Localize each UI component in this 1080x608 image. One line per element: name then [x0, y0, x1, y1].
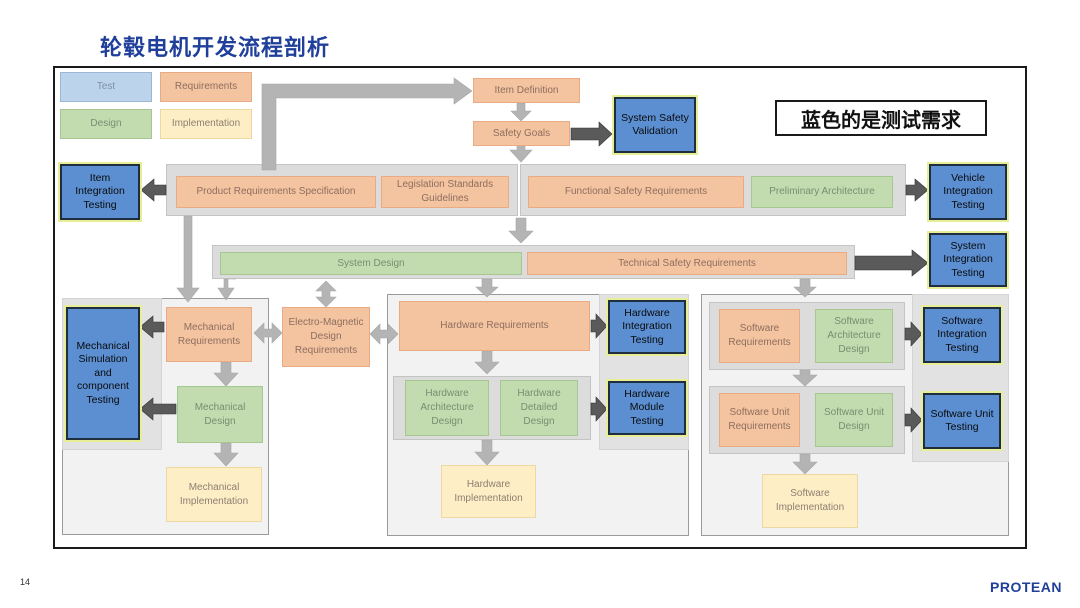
technical-safety-requirements: Technical Safety Requirements [527, 252, 847, 275]
arrow-to-system-integration-testing [854, 249, 929, 277]
hardware-architecture-design: Hardware Architecture Design [405, 380, 489, 436]
arrow-sw-unit-to-impl [792, 453, 818, 475]
electro-magnetic-design-requirements: Electro-Magnetic Design Requirements [282, 307, 370, 367]
arrow-to-hardware-panel [475, 278, 499, 298]
software-unit-testing: Software Unit Testing [923, 393, 1001, 449]
legend-test: Test [60, 72, 152, 102]
system-safety-validation: System Safety Validation [614, 97, 696, 153]
arrow-mech-req-to-design [213, 361, 239, 387]
item-integration-testing: Item Integration Testing [60, 164, 140, 220]
arrow-safety-goals-to-validation [570, 121, 613, 147]
hardware-requirements: Hardware Requirements [399, 301, 590, 351]
arrow-em-hardware [369, 323, 399, 345]
hardware-module-testing: Hardware Module Testing [608, 381, 686, 435]
arrow-to-software-panel [793, 278, 817, 298]
arrow-sw-req-to-unit [792, 369, 818, 387]
protean-logo: PROTEAN [990, 579, 1062, 595]
arrow-to-mechanical-testing-2 [139, 397, 177, 421]
arrow-mech-design-to-impl [213, 442, 239, 467]
mechanical-requirements: Mechanical Requirements [166, 307, 252, 362]
system-integration-testing: System Integration Testing [929, 233, 1007, 287]
software-unit-requirements: Software Unit Requirements [719, 393, 800, 447]
arrow-hw-design-to-impl [474, 439, 500, 466]
item-definition: Item Definition [473, 78, 580, 103]
hardware-implementation: Hardware Implementation [441, 465, 536, 518]
arrow-to-mechanical-testing-1 [139, 315, 165, 339]
arrow-item-definition-to-safety-goals [510, 102, 532, 122]
arrow-system-design-to-mechanical [217, 278, 236, 301]
arrow-to-hw-integration-testing [590, 313, 608, 339]
system-design: System Design [220, 252, 522, 275]
vehicle-integration-testing: Vehicle Integration Testing [929, 164, 1007, 220]
preliminary-architecture: Preliminary Architecture [751, 176, 893, 208]
software-implementation: Software Implementation [762, 474, 858, 528]
arrow-to-sw-integration-testing [904, 321, 923, 347]
hardware-integration-testing: Hardware Integration Testing [608, 300, 686, 354]
page-number: 14 [20, 577, 31, 587]
arrow-to-system-design [508, 217, 534, 244]
arrow-prs-to-item-definition [261, 77, 473, 171]
functional-safety-requirements: Functional Safety Requirements [528, 176, 744, 208]
arrow-prs-to-mechanical [176, 215, 200, 303]
legend-implementation: Implementation [160, 109, 252, 139]
safety-goals: Safety Goals [473, 121, 570, 146]
mechanical-design: Mechanical Design [177, 386, 263, 443]
software-integration-testing: Software Integration Testing [923, 307, 1001, 363]
software-requirements: Software Requirements [719, 309, 800, 363]
arrow-to-vehicle-integration-testing [905, 178, 929, 202]
arrow-to-hw-module-testing [590, 396, 608, 422]
legend-requirements: Requirements [160, 72, 252, 102]
arrow-hw-req-to-design [474, 350, 500, 375]
arrow-to-sw-unit-testing [904, 407, 923, 433]
mechanical-simulation-testing: Mechanical Simulation and component Test… [66, 307, 140, 440]
arrow-safety-goals-down [509, 143, 533, 163]
software-architecture-design: Software Architecture Design [815, 309, 893, 363]
hardware-detailed-design: Hardware Detailed Design [500, 380, 578, 436]
blue-test-note: 蓝色的是测试需求 [775, 100, 987, 136]
legend-design: Design [60, 109, 152, 139]
mechanical-implementation: Mechanical Implementation [166, 467, 262, 522]
arrow-to-item-integration-testing [140, 178, 167, 202]
software-unit-design: Software Unit Design [815, 393, 893, 447]
page-title: 轮毂电机开发流程剖析 [100, 36, 331, 61]
arrow-system-design-em [315, 280, 337, 308]
arrow-mechanical-em [253, 322, 283, 344]
legislation-standards-guidelines: Legislation Standards Guidelines [381, 176, 509, 208]
product-requirements-specification: Product Requirements Specification [176, 176, 376, 208]
